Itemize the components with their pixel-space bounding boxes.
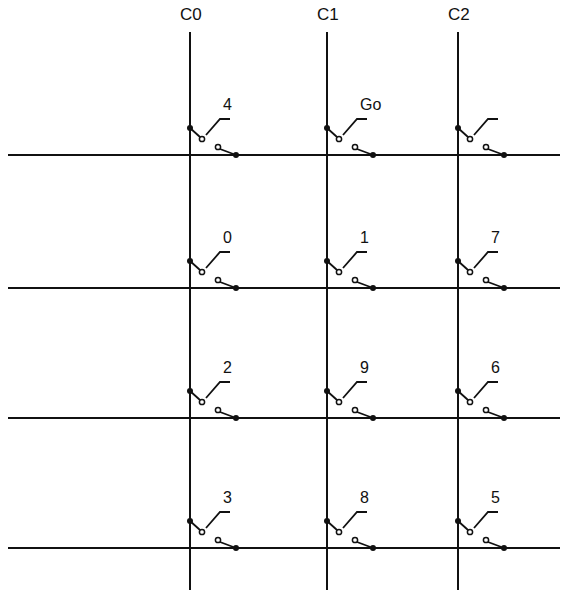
switch-lead (458, 261, 468, 270)
junction-dot (501, 285, 507, 291)
switch-lead (190, 391, 200, 400)
switch-button (343, 119, 367, 135)
switch-button (206, 252, 230, 268)
switch-button (474, 119, 498, 135)
switch-contact (199, 529, 204, 534)
switch-contact (336, 399, 341, 404)
key-label: 6 (491, 360, 500, 376)
switch-contact (352, 407, 357, 412)
switch-contact (352, 537, 357, 542)
switch-lead (190, 521, 200, 530)
key-label: 7 (491, 230, 500, 246)
switch-contact (352, 144, 357, 149)
junction-dot (233, 415, 239, 421)
row-line (8, 547, 560, 549)
junction-dot (501, 545, 507, 551)
junction-dot (370, 152, 376, 158)
junction-dot (233, 152, 239, 158)
switch-contact (215, 144, 220, 149)
switch-contact (215, 407, 220, 412)
key-label: 8 (360, 490, 369, 506)
column-label: C0 (180, 6, 202, 23)
switch-button (343, 252, 367, 268)
switch-contact (199, 269, 204, 274)
key-label: 0 (223, 230, 232, 246)
switch-lead (327, 128, 337, 137)
switch-contact (483, 144, 488, 149)
column-label: C2 (448, 6, 470, 23)
switch-contact (467, 399, 472, 404)
column-label: C1 (317, 6, 339, 23)
switch-button (206, 382, 230, 398)
junction-dot (233, 545, 239, 551)
switch-button (343, 512, 367, 528)
switch-contact (483, 277, 488, 282)
switch-contact (336, 269, 341, 274)
junction-dot (233, 285, 239, 291)
switch-lead (327, 391, 337, 400)
key-label: 4 (223, 97, 232, 113)
column-line (326, 32, 328, 590)
switch-button (474, 382, 498, 398)
switch-lead (458, 391, 468, 400)
switch-contact (467, 136, 472, 141)
key-label: 3 (223, 490, 232, 506)
key-label: 2 (223, 360, 232, 376)
switch-button (474, 512, 498, 528)
switch-contact (467, 529, 472, 534)
switch-button (474, 252, 498, 268)
switch-lead (327, 261, 337, 270)
junction-dot (370, 285, 376, 291)
switch-contact (336, 529, 341, 534)
switch-lead (458, 521, 468, 530)
column-line (457, 32, 459, 590)
junction-dot (370, 415, 376, 421)
row-line (8, 154, 560, 156)
switch-lead (327, 521, 337, 530)
switch-button (343, 382, 367, 398)
key-label: 9 (360, 360, 369, 376)
switch-lead (458, 128, 468, 137)
switch-contact (336, 136, 341, 141)
key-label: 1 (360, 230, 369, 246)
key-label: Go (360, 97, 381, 113)
junction-dot (501, 415, 507, 421)
column-line (189, 32, 191, 590)
row-line (8, 417, 560, 419)
switch-contact (215, 277, 220, 282)
switch-button (206, 119, 230, 135)
switch-contact (199, 136, 204, 141)
switch-lead (190, 261, 200, 270)
switch-contact (352, 277, 357, 282)
switch-contact (467, 269, 472, 274)
switch-contact (483, 407, 488, 412)
junction-dot (501, 152, 507, 158)
switch-button (206, 512, 230, 528)
row-line (8, 287, 560, 289)
junction-dot (370, 545, 376, 551)
key-label: 5 (491, 490, 500, 506)
switch-contact (199, 399, 204, 404)
switch-contact (483, 537, 488, 542)
switch-lead (190, 128, 200, 137)
switch-contact (215, 537, 220, 542)
